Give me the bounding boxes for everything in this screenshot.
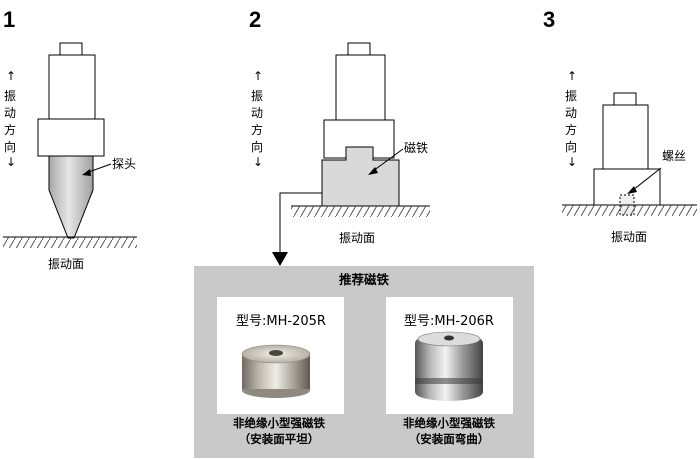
magnet-image-curved (415, 331, 483, 401)
surface-label-2: 振动面 (339, 231, 375, 245)
panel-number-3: 3 (543, 7, 555, 32)
svg-text:↑: ↑ (253, 69, 263, 83)
svg-text:↓: ↓ (567, 155, 577, 169)
vibration-surface-1 (3, 236, 137, 248)
magnet-image-flat (241, 344, 311, 398)
vibration-direction-label-1: ↑ 振 动 方 向 ↓ (4, 69, 16, 169)
panel-2: 2 ↑ 振 动 方 向 ↓ 磁铁 振动面 (249, 7, 430, 266)
product-model: 型号:MH-205R (236, 314, 326, 329)
svg-text:方: 方 (565, 122, 577, 137)
vibration-direction-label-2: ↑ 振 动 方 向 ↓ (251, 69, 263, 169)
panel-1: 1 ↑ 振 动 方 向 ↓ 探头 振动面 (3, 7, 137, 271)
svg-text:↓: ↓ (6, 155, 16, 169)
svg-text:向: 向 (251, 139, 263, 154)
probe-leader-arrow (82, 169, 91, 176)
product-card-mh-205r: 型号:MH-205R (217, 297, 344, 414)
panel-3: 3 ↑ 振 动 方 向 ↓ 螺丝 振动面 (543, 7, 697, 244)
svg-text:动: 动 (251, 106, 263, 120)
svg-text:↓: ↓ (253, 155, 263, 169)
recommended-magnets-panel: 推荐磁铁 型号:MH-205R 非绝缘小型强磁铁 （安装面平坦） 型号:MH-2… (194, 266, 534, 458)
svg-text:动: 动 (565, 106, 577, 120)
screw-label: 螺丝 (662, 149, 686, 163)
product-caption-line2: （安装面平坦） (239, 432, 320, 446)
magnet-leader-arrow (368, 167, 378, 175)
screw-leader-line (632, 167, 662, 191)
vibration-surface-2 (291, 205, 430, 217)
product-caption-line1: 非绝缘小型强磁铁 (403, 416, 495, 430)
svg-text:↑: ↑ (6, 69, 16, 83)
product-caption-line1: 非绝缘小型强磁铁 (233, 416, 325, 430)
screw-leader-arrow (627, 186, 637, 194)
panel-number-2: 2 (249, 7, 261, 32)
surface-label-3: 振动面 (611, 230, 647, 244)
sensor-with-probe (37, 42, 105, 239)
svg-text:向: 向 (565, 139, 577, 154)
sensor-with-screw (593, 92, 661, 216)
magnet-label: 磁铁 (404, 140, 428, 155)
panel-number-1: 1 (3, 7, 15, 32)
probe-label: 探头 (112, 157, 136, 171)
svg-text:方: 方 (4, 122, 16, 137)
vibration-surface-3 (562, 204, 697, 216)
product-card-mh-206r: 型号:MH-206R (386, 297, 513, 414)
svg-text:振: 振 (565, 89, 577, 103)
svg-text:动: 动 (4, 106, 16, 120)
svg-text:向: 向 (4, 139, 16, 154)
recommend-title: 推荐磁铁 (339, 272, 390, 287)
svg-text:振: 振 (4, 89, 16, 103)
svg-text:方: 方 (251, 122, 263, 137)
product-model: 型号:MH-206R (404, 314, 494, 329)
vibration-direction-label-3: ↑ 振 动 方 向 ↓ (565, 69, 577, 169)
sensor-on-magnet (321, 42, 400, 207)
recommend-pointer-arrow (272, 192, 322, 266)
svg-text:振: 振 (251, 89, 263, 103)
svg-text:↑: ↑ (567, 69, 577, 83)
magnet-leader-line (372, 148, 404, 172)
surface-label-1: 振动面 (48, 257, 84, 271)
probe-tip (48, 155, 94, 239)
product-caption-line2: （安装面弯曲） (409, 432, 490, 446)
